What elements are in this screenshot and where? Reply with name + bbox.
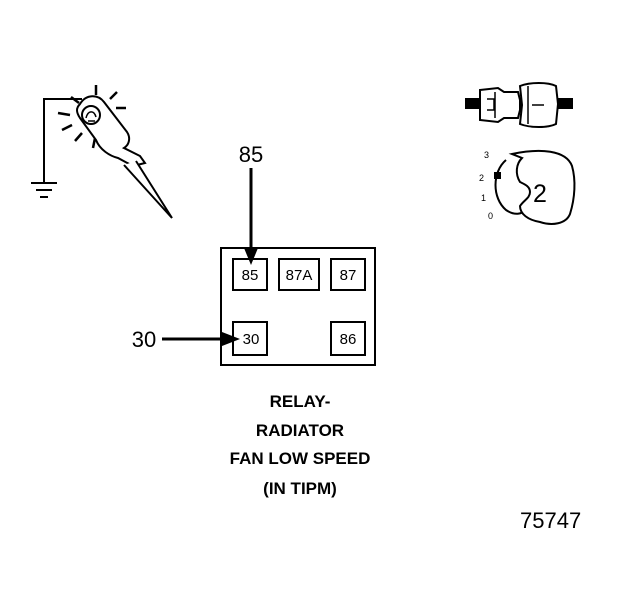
relay-pin-87: 87 [330, 258, 366, 291]
relay-pin-85: 85 [232, 258, 268, 291]
relay-block: 85 87A 87 30 86 [220, 247, 376, 366]
switch-position-indicator [494, 172, 501, 179]
pin-label-86: 86 [340, 331, 357, 348]
caption-line-1: RELAY- [269, 392, 331, 411]
pin-label-87: 87 [340, 267, 357, 284]
pin-label-87a: 87A [286, 267, 313, 284]
pin-label-85: 85 [242, 267, 259, 284]
switch-position-1: 1 [481, 193, 486, 203]
ground-symbol-icon [31, 182, 57, 198]
figure-number: 75747 [520, 508, 582, 533]
probe-label-85: 85 [239, 142, 263, 167]
pin-label-30: 30 [243, 331, 260, 348]
probe-label-30: 30 [132, 327, 156, 352]
switch-dial-number: 2 [533, 180, 547, 208]
ignition-switch-icon: 3 2 1 0 2 [479, 149, 576, 225]
switch-position-0: 0 [488, 211, 493, 221]
connector-icon [465, 82, 573, 128]
arrow-icon [244, 168, 258, 265]
relay-pin-86: 86 [330, 321, 366, 356]
switch-position-3: 3 [484, 150, 489, 160]
caption-line-4: (IN TIPM) [263, 479, 337, 498]
caption-line-2: RADIATOR [255, 421, 345, 440]
test-light-probe-icon [31, 85, 173, 219]
caption-line-3: FAN LOW SPEED [229, 449, 371, 468]
relay-pin-87a: 87A [278, 258, 320, 291]
arrow-icon [162, 332, 240, 346]
switch-position-2: 2 [479, 173, 484, 183]
